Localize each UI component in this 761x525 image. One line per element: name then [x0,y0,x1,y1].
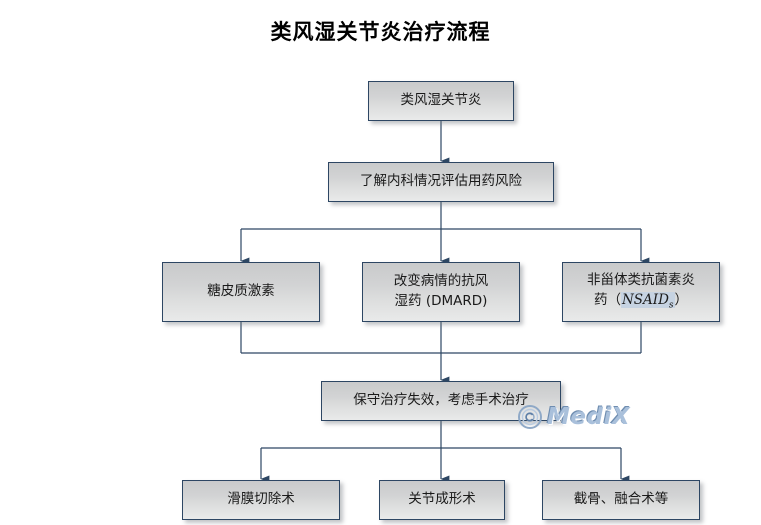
node-synovectomy[interactable]: 滑膜切除术 [182,480,340,520]
nsaids-abbrev-subscript: s [668,300,674,311]
node-conservative-failed-surgery[interactable]: 保守治疗失效，考虑手术治疗 [321,381,561,421]
node-assess-medical-risk[interactable]: 了解内科情况评估用药风险 [328,162,554,202]
node-dmard[interactable]: 改变病情的抗风 湿药 (DMARD) [362,262,520,322]
node-label: 滑膜切除术 [227,491,295,508]
nsaids-abbreviation: NSAIDs [620,291,675,311]
node-label: 非甾体类抗菌素炎药（NSAIDs） [581,271,701,312]
node-label: 关节成形术 [408,491,476,508]
watermark-text: MediX [547,404,631,430]
nsaids-line-2-prefix: 药（ [593,291,621,308]
node-label: 改变病情的抗风 湿药 (DMARD) [393,273,489,309]
node-label: 类风湿关节炎 [400,92,482,109]
node-label: 保守治疗失效，考虑手术治疗 [353,392,529,409]
node-label: 糖皮质激素 [207,283,275,300]
node-glucocorticoid[interactable]: 糖皮质激素 [162,262,320,322]
page-title: 类风湿关节炎治疗流程 [270,20,491,44]
nsaids-line-2-suffix: ） [674,291,689,308]
node-label: 了解内科情况评估用药风险 [360,173,522,190]
nsaids-abbrev-text: NSAID [621,291,669,308]
node-label: 截骨、融合术等 [573,491,669,508]
node-arthroplasty[interactable]: 关节成形术 [379,480,505,520]
node-osteotomy-fusion[interactable]: 截骨、融合术等 [542,480,700,520]
watermark: MediX [517,404,630,430]
copyright-icon [518,405,542,429]
node-rheumatoid-arthritis[interactable]: 类风湿关节炎 [368,81,514,121]
node-nsaids[interactable]: 非甾体类抗菌素炎药（NSAIDs） [562,262,720,322]
nsaids-line-1: 非甾体类抗菌素炎 [587,272,695,289]
